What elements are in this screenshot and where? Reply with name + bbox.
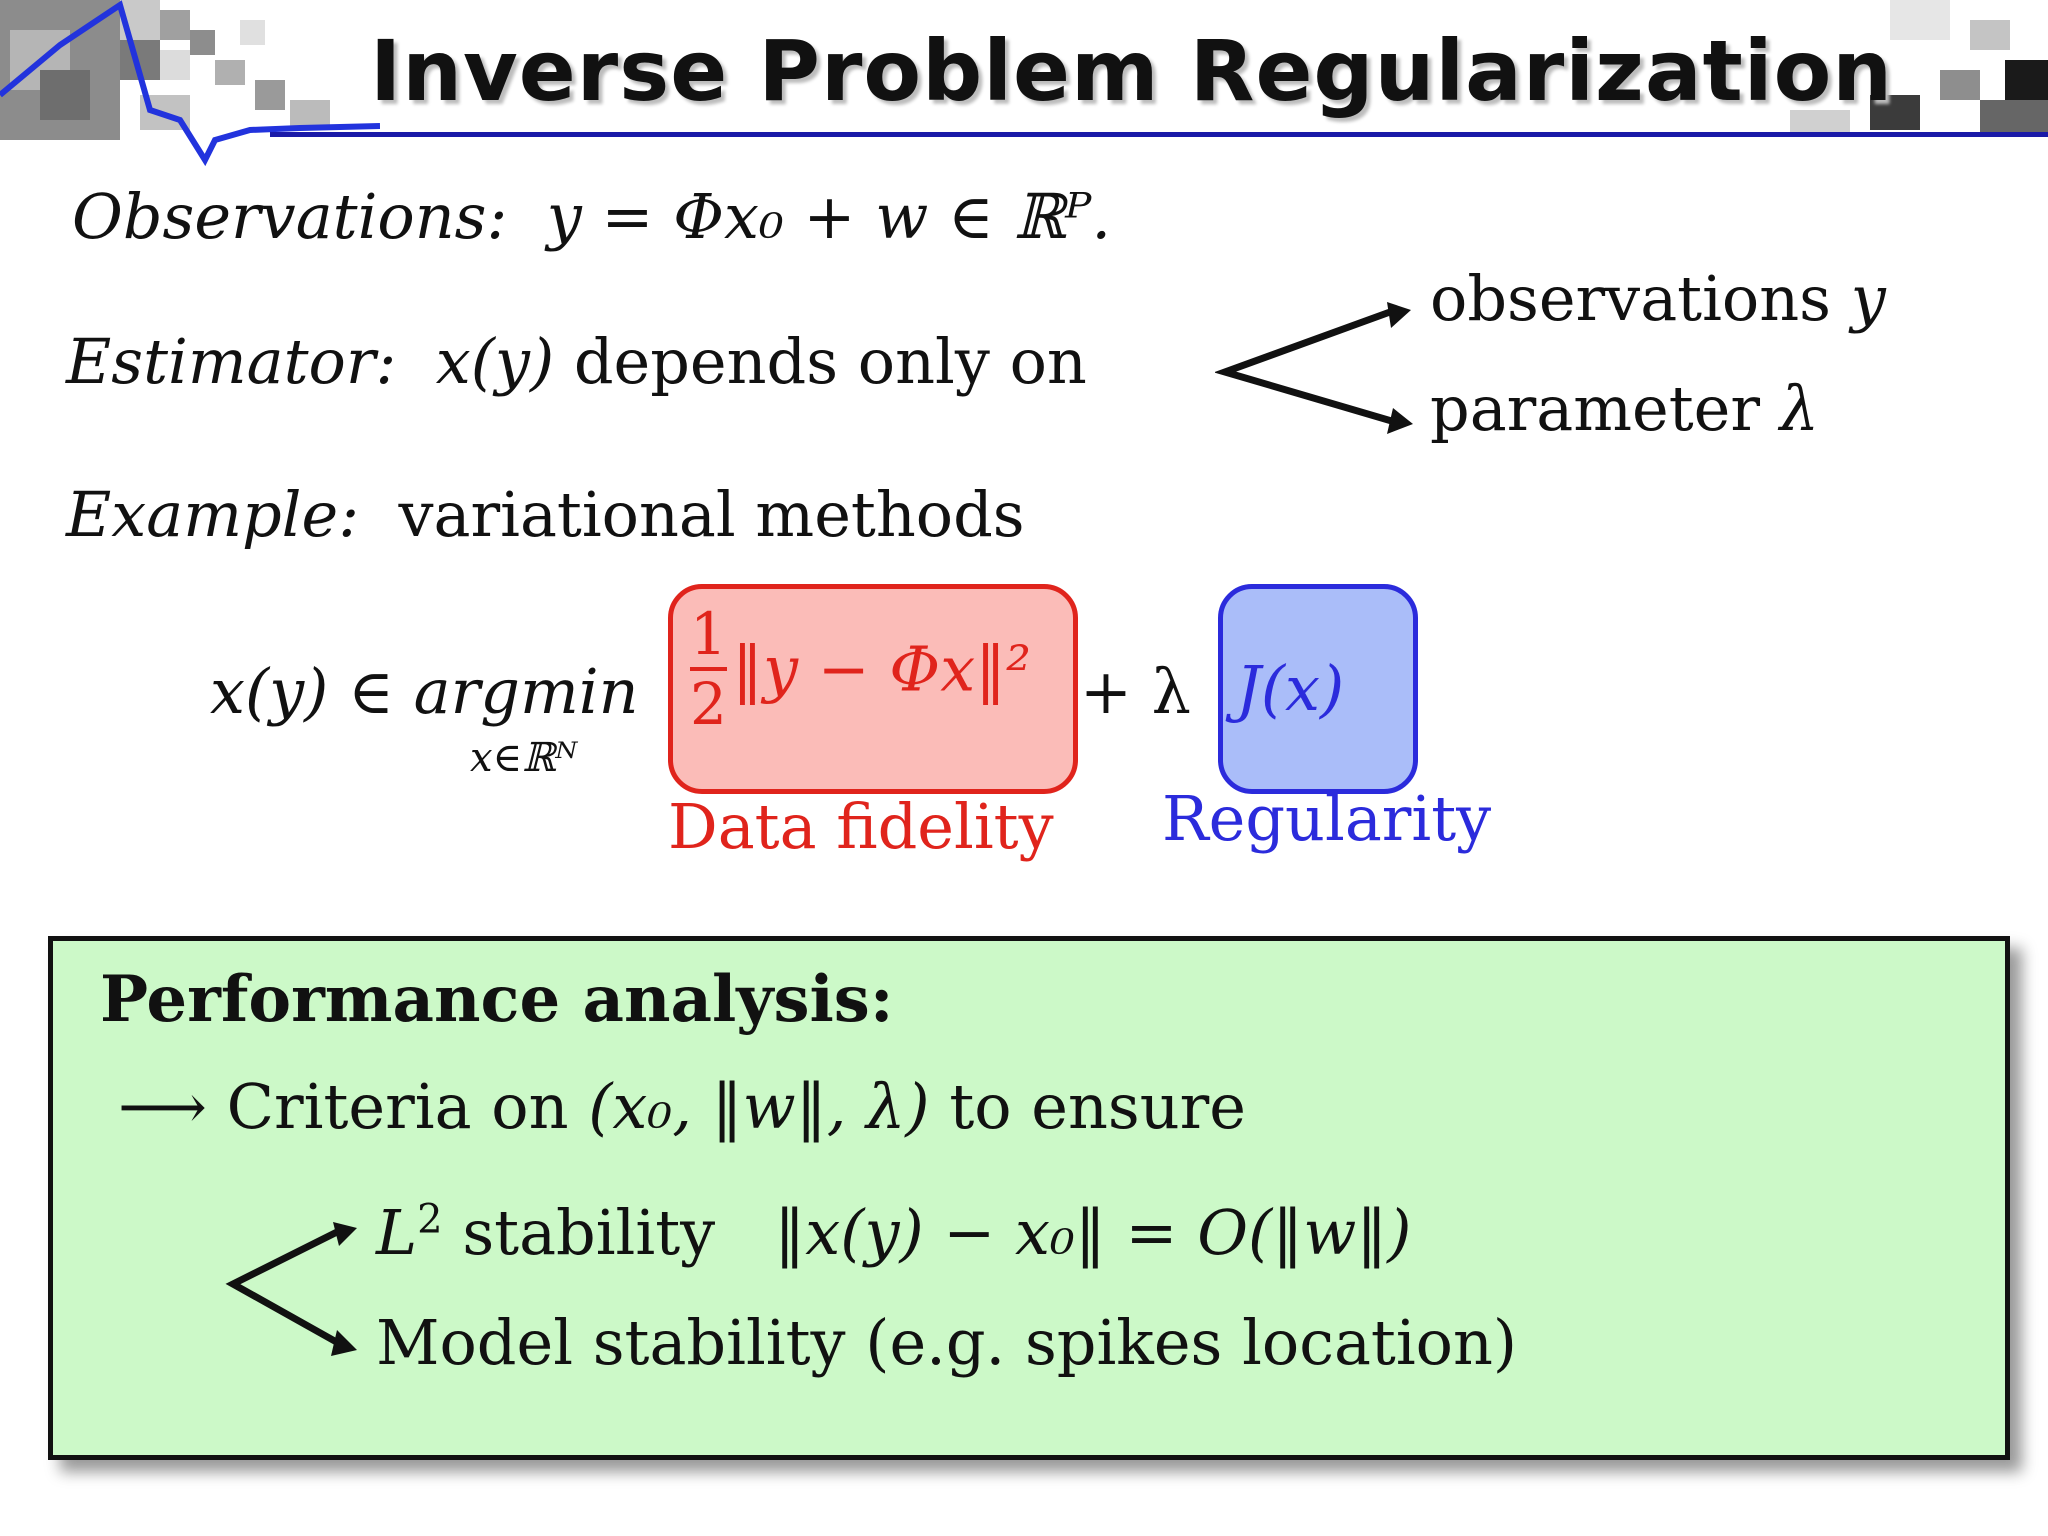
branch-parameter-var: λ (1779, 372, 1819, 445)
estimator-formula: x(y) (435, 325, 555, 398)
equation-lhs: x(y) ∈ argmin (210, 655, 639, 728)
fidelity-box (668, 584, 1078, 794)
plus-lambda: + λ (1080, 655, 1191, 728)
observations-line: Observations: y = Φx₀ + w ∈ ℝᴾ. (72, 180, 1111, 253)
criteria-prefix: ⟶ Criteria on (118, 1070, 569, 1143)
l2-text: stability (462, 1196, 716, 1269)
model-stability-line: Model stability (e.g. spikes location) (376, 1306, 1518, 1379)
fraction-denominator: 2 (690, 670, 727, 738)
estimator-text: depends only on (573, 325, 1087, 398)
branch-parameter-label: parameter (1430, 372, 1760, 445)
branch-observations-var: y (1850, 262, 1886, 335)
l2-label: L (376, 1196, 418, 1269)
regularity-box (1218, 584, 1418, 794)
branch-arrows-icon (1215, 302, 1413, 434)
stability-branch-arrows-icon (225, 1222, 357, 1356)
criteria-tuple: (x₀, ‖w‖, λ) (588, 1070, 930, 1143)
l2-formula: ‖x(y) − x₀‖ = O(‖w‖) (774, 1196, 1412, 1269)
title-rule (270, 132, 2048, 137)
l2-superscript: 2 (417, 1196, 443, 1243)
performance-heading: Performance analysis: (100, 962, 894, 1037)
fraction-numerator: 1 (690, 600, 727, 668)
regularity-term: J(x) (1236, 652, 1345, 725)
equation-lhs-text: x(y) ∈ argmin (210, 655, 639, 728)
equation-subscript: x∈ℝᴺ (470, 735, 578, 781)
l2-stability-line: L2 stability ‖x(y) − x₀‖ = O(‖w‖) (376, 1196, 1412, 1269)
criteria-line: ⟶ Criteria on (x₀, ‖w‖, λ) to ensure (118, 1070, 1246, 1143)
performance-panel (48, 936, 2010, 1460)
pixel-mosaic-logo (0, 0, 380, 167)
fidelity-label: Data fidelity (668, 790, 1054, 863)
fidelity-fraction: 1 2 (690, 605, 727, 733)
branch-parameter: parameter λ (1430, 372, 1819, 445)
branch-observations-label: observations (1430, 262, 1831, 335)
regularity-label: Regularity (1162, 782, 1492, 855)
fidelity-norm: ‖y − Φx‖² (732, 632, 1032, 706)
example-text: variational methods (398, 478, 1025, 551)
observations-label: Observations: (72, 180, 508, 253)
observations-formula: y = Φx₀ + w ∈ ℝᴾ. (546, 180, 1112, 253)
estimator-line: Estimator: x(y) depends only on (66, 325, 1087, 398)
estimator-label: Estimator: (66, 325, 397, 398)
example-label: Example: (66, 478, 360, 551)
fraction-bar (690, 667, 727, 671)
fidelity-term: 1 2 ‖y − Φx‖² (690, 605, 1031, 733)
criteria-suffix: to ensure (949, 1070, 1246, 1143)
example-line: Example: variational methods (66, 478, 1025, 551)
branch-observations: observations y (1430, 262, 1886, 335)
pixel-mosaic-corner (1790, 0, 2048, 135)
slide-title: Inverse Problem Regularization (370, 22, 1894, 120)
